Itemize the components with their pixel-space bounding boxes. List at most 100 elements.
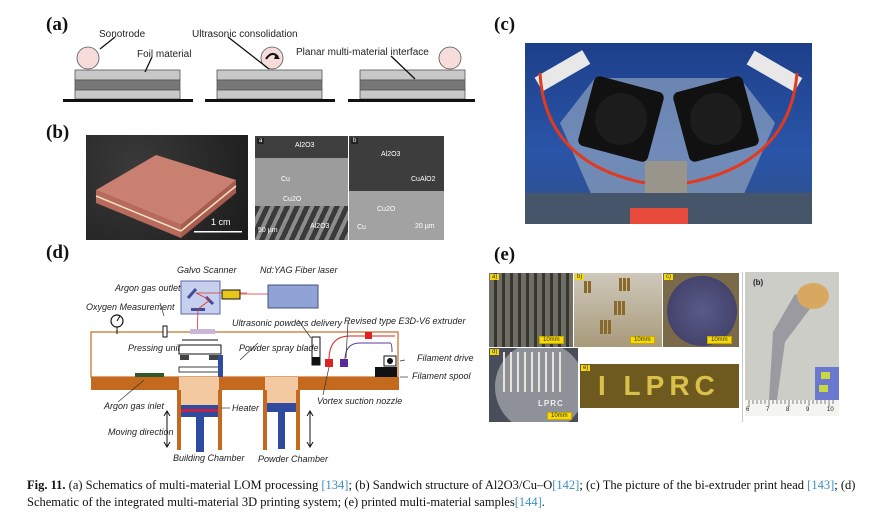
label-fiber-laser: Nd:YAG Fiber laser [260,265,338,275]
foil-mid [74,79,181,91]
panel-d-label: (d) [46,242,70,263]
caption-part: ; (d) Schematic of the integrated multi-… [27,478,856,509]
panel-e-divider [742,272,743,422]
sem-b-arrow-label: CuAlO2 [411,176,436,183]
label-sonotrode: Sonotrode [99,29,146,40]
vortex-nozzle-red [325,359,333,367]
stage-1 [63,46,193,102]
sem-b-scale-label: 20 µm [415,223,435,230]
panel-c-label: (c) [494,14,516,35]
citation-link-142[interactable]: [142] [552,478,580,492]
sem-a-arrow-label: Cu2O [283,196,302,203]
sem-b-mid-label: Cu2O [377,206,396,213]
label-building-chamber: Building Chamber [173,453,245,463]
powder-spray-blade [218,355,223,378]
citation-link-134[interactable]: [134] [321,478,349,492]
sem-image-b: b Al2O3 CuAlO2 Cu2O Cu 20 µm [349,136,444,240]
filament-spool [375,367,397,377]
panel-a-label: (a) [46,14,69,35]
sem-image-a: a Al2O3 Cu Cu2O Al2O3 50 µm [255,136,348,240]
label-powder-chamber: Powder Chamber [258,454,329,464]
label-heater: Heater [232,403,260,413]
sem-b-tag: b [351,138,359,144]
ruler-tick-6: 6 [746,407,750,413]
photo-scale-label: 1 cm [211,217,231,227]
stage-2 [205,46,335,102]
label-argon-inlet: Argon gas inlet [104,401,165,411]
caption-part: . [541,495,545,509]
label-pressing-unit: Pressing unit [128,343,181,353]
label-oxygen-measurement: Oxygen Measurement [86,302,175,312]
implant-tag: (b) [753,278,764,287]
label-argon-outlet: Argon gas outlet [115,283,181,293]
sem-a-top-label: Al2O3 [295,142,315,149]
caption-part: ; (c) The picture of the bi-extruder pri… [579,478,808,492]
label-ultrasonic-delivery: Ultrasonic powders delivery [232,318,343,328]
sample-b-tag: b) [575,274,585,280]
sample-photo-c: c) 10mm [663,273,739,347]
sem-b-bottom-label: Cu [357,224,366,231]
bi-extruder-photo [525,43,812,224]
sample-photo-a: a) 10mm [489,273,573,347]
extruder-purple [340,359,348,367]
label-vortex-nozzle: Vortex suction nozzle [317,396,403,406]
label-planar-interface: Planar multi-material interface [296,47,429,58]
sample-c-scale: 10mm [707,336,732,344]
chamber [90,331,399,378]
label-foil-material: Foil material [137,49,192,60]
sample-photo-d: d) LPRC 10mm [489,348,578,422]
sample-d-tag: d) [490,349,500,355]
sample-d-scale: 10mm [547,412,572,420]
foil-bottom [74,89,181,100]
citation-link-144[interactable]: [144] [514,495,542,509]
panel-a-schematic [63,36,475,102]
sample-photo-b: b) 10mm [574,273,662,347]
sample-d-text: LPRC [538,399,564,408]
implant-photo: (b) 6 7 8 9 10 [745,272,839,416]
base [63,99,193,102]
pressing-unit [178,344,222,355]
sample-c-tag: c) [664,274,673,280]
label-spray-blade: Powder spray blade [239,343,319,353]
label-moving-direction: Moving direction [108,427,174,437]
label-filament-spool: Filament spool [412,371,471,381]
sem-a-mid-label: Cu [281,176,290,183]
ruler-tick-8: 8 [786,407,790,413]
label-galvo-scanner: Galvo Scanner [177,265,237,275]
panel-e-label: (e) [494,244,516,265]
argon-gas-inlet [135,373,164,379]
fiber-laser [267,284,319,309]
label-extruder: Revised type E3D-V6 extruder [344,316,466,326]
sample-e-tag: e) [581,365,591,371]
foil-top [74,69,181,81]
scale-bar [194,231,242,233]
panel-d-schematic [90,280,408,452]
sandwich-sample-photo: 1 cm [86,135,248,240]
sem-a-tag: a [257,138,265,144]
femoral-head [797,283,829,309]
laser-collimator [221,289,241,300]
ruler-tick-7: 7 [766,407,770,413]
ruler [745,400,839,416]
label-ultrasonic-consolidation: Ultrasonic consolidation [192,29,298,40]
panel-b-label: (b) [46,122,70,143]
caption-fig-label: Fig. 11. [27,478,66,492]
sample-a-scale: 10mm [539,336,564,344]
sem-a-bottom-label: Al2O3 [310,223,330,230]
sample-a-tag: a) [490,274,500,280]
sem-b-top-label: Al2O3 [381,151,401,158]
sonotrode [76,46,100,70]
sem-a-scale-label: 50 µm [258,227,278,234]
figure-caption: Fig. 11. (a) Schematics of multi-materia… [27,477,877,511]
stage-3 [348,46,475,102]
label-filament-drive: Filament drive [417,353,474,363]
sample-photo-e: e) I LPRC [580,364,739,408]
citation-link-143[interactable]: [143] [807,478,835,492]
sample-b-scale: 10mm [630,336,655,344]
ruler-tick-9: 9 [806,407,810,413]
print-bed-part [630,208,688,224]
caption-part: (a) Schematics of multi-material LOM pro… [65,478,322,492]
ruler-tick-10: 10 [827,407,834,413]
nozzle-block [645,161,687,193]
sample-e-text: I LPRC [598,370,720,401]
